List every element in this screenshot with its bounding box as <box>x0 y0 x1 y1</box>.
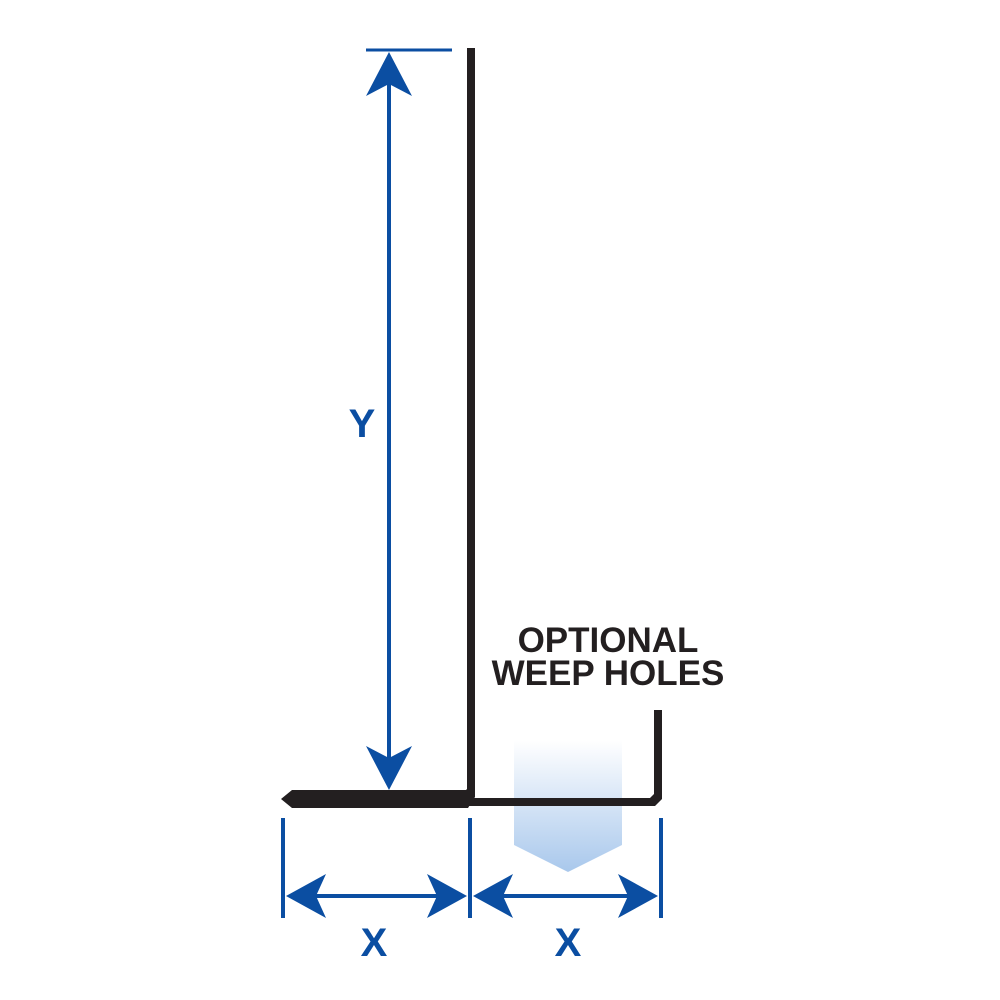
x-right-arrow-right-icon <box>618 874 658 918</box>
weep-note-line1: OPTIONAL <box>518 621 699 660</box>
y-arrow-up-icon <box>366 52 412 96</box>
x-dimensions <box>281 818 663 918</box>
weep-note-line2: WEEP HOLES <box>492 654 725 693</box>
y-dimension <box>366 48 452 790</box>
x-right-arrow-left-icon <box>473 874 513 918</box>
metal-profile <box>281 48 662 808</box>
x-label-right: X <box>555 921 582 965</box>
x-left-arrow-left-icon <box>286 874 326 918</box>
x-left-arrow-right-icon <box>427 874 467 918</box>
x-label-left: X <box>361 921 388 965</box>
thick-flange <box>281 781 475 808</box>
vertical-leg <box>467 48 475 793</box>
y-label: Y <box>349 402 376 446</box>
y-arrow-down-icon <box>366 746 412 790</box>
